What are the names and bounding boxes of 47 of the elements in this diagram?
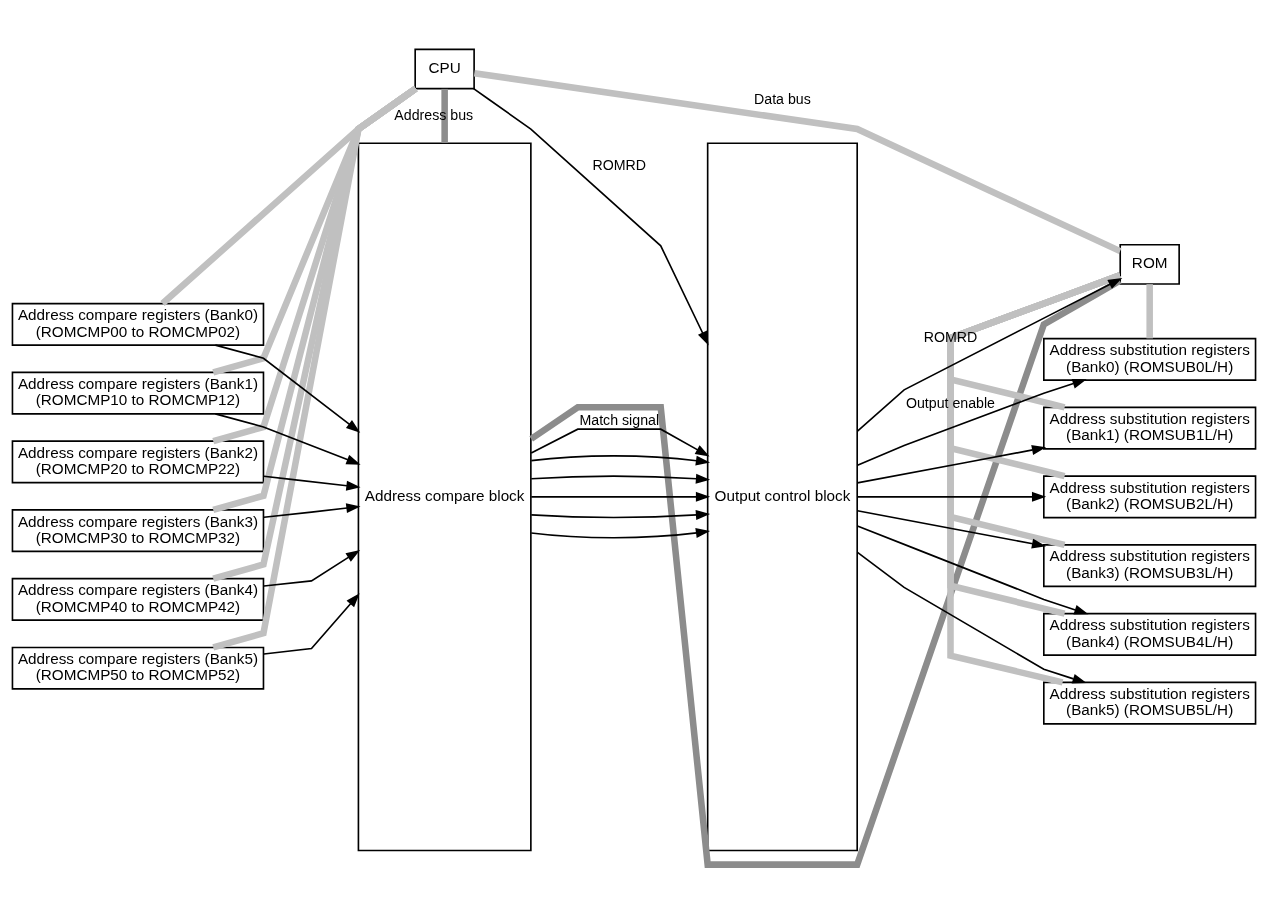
arrow bbox=[263, 503, 361, 519]
node-box: Address substitution registers (Bank1) (ROMSUB1L/H) bbox=[1043, 406, 1257, 450]
edge-label: Output enable bbox=[905, 394, 996, 411]
arrow bbox=[530, 509, 711, 520]
node-box: Address compare block bbox=[357, 142, 532, 852]
node-box: Output control block bbox=[706, 142, 858, 852]
edge-label: ROMRD bbox=[592, 156, 647, 173]
arrow bbox=[472, 87, 709, 346]
arrow bbox=[856, 525, 1089, 615]
node-box: Address compare registers (Bank1) (ROMCMP10 to ROMCMP12) bbox=[11, 371, 265, 415]
node-box: Address substitution registers (Bank3) (ROMSUB3L/H) bbox=[1043, 544, 1257, 588]
node-box: Address compare registers (Bank4) (ROMCMP40 to ROMCMP42) bbox=[11, 577, 265, 621]
connector bbox=[947, 272, 1121, 686]
node-box: Address compare registers (Bank0) (ROMCMP00 to ROMCMP02) bbox=[11, 302, 265, 346]
arrow bbox=[856, 277, 1123, 433]
node-box: Address substitution registers (Bank5) (ROMSUB5L/H) bbox=[1043, 681, 1257, 725]
arrow bbox=[530, 455, 711, 466]
node-box: ROM bbox=[1119, 243, 1180, 285]
connector bbox=[529, 277, 1122, 868]
arrow bbox=[263, 549, 361, 587]
arrow bbox=[530, 473, 711, 484]
edge-label: Address bus bbox=[394, 106, 474, 123]
connector bbox=[441, 88, 448, 144]
arrow bbox=[214, 413, 361, 465]
arrow bbox=[856, 509, 1047, 549]
arrow bbox=[856, 491, 1047, 502]
node-box: CPU bbox=[414, 48, 475, 90]
connector bbox=[473, 69, 1122, 255]
node-box: Address compare registers (Bank5) (ROMCMP50 to ROMCMP52) bbox=[11, 646, 265, 690]
arrow bbox=[530, 428, 710, 457]
node-box: Address substitution registers (Bank2) (ROMSUB2L/H) bbox=[1043, 475, 1257, 519]
arrow bbox=[263, 593, 360, 655]
arrow bbox=[530, 528, 711, 539]
arrow bbox=[856, 551, 1087, 684]
edge-label: ROMRD bbox=[923, 329, 978, 346]
node-box: Address compare registers (Bank3) (ROMCMP30 to ROMCMP32) bbox=[11, 509, 265, 553]
edge-label: Match signal bbox=[579, 412, 660, 429]
connector bbox=[1146, 284, 1153, 339]
arrow bbox=[214, 344, 361, 433]
arrow bbox=[262, 475, 361, 491]
node-box: Address compare registers (Bank2) (ROMCMP20 to ROMCMP22) bbox=[11, 440, 265, 484]
edge-label: Data bus bbox=[754, 91, 811, 108]
arrow bbox=[856, 445, 1047, 484]
node-box: Address substitution registers (Bank0) (ROMSUB0L/H) bbox=[1043, 337, 1257, 381]
node-box: Address substitution registers (Bank4) (ROMSUB4L/H) bbox=[1043, 612, 1257, 656]
arrow bbox=[530, 491, 711, 502]
arrow bbox=[856, 378, 1087, 467]
